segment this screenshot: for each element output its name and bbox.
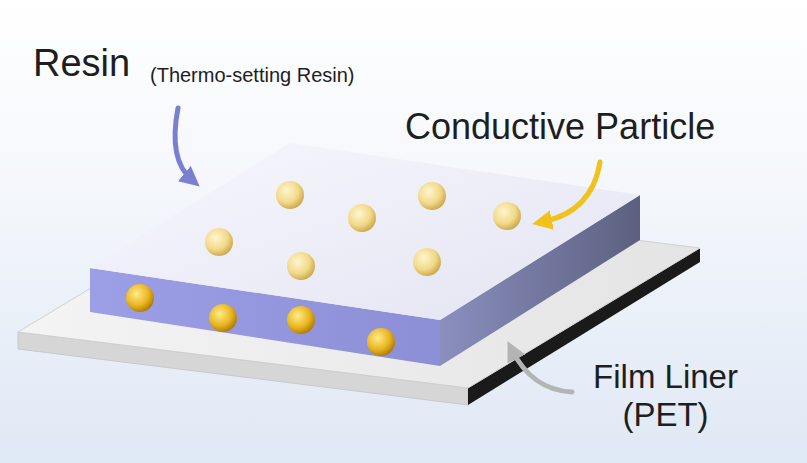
- particle: [367, 328, 395, 356]
- particle: [348, 204, 376, 232]
- part-note: (Thermo-setting Resin): [150, 64, 355, 87]
- part-label: Film Liner (PET): [558, 358, 773, 434]
- resin-top-face: [90, 143, 640, 320]
- resin-layer: [90, 143, 640, 366]
- particle: [287, 306, 315, 334]
- particle: [493, 202, 521, 230]
- particle: [413, 248, 441, 276]
- particle-arrow: [542, 162, 600, 222]
- particle: [209, 304, 237, 332]
- particle: [205, 228, 233, 256]
- liner-arrow: [512, 350, 572, 392]
- particle: [276, 181, 304, 209]
- part-label: Resin: [33, 42, 130, 86]
- resin-arrow: [175, 108, 192, 180]
- part-label: Conductive Particle: [405, 106, 715, 147]
- particle: [287, 252, 315, 280]
- conductive-particles: [126, 181, 521, 356]
- leader-arrows: [175, 108, 600, 392]
- particle: [126, 284, 154, 312]
- particle: [418, 182, 446, 210]
